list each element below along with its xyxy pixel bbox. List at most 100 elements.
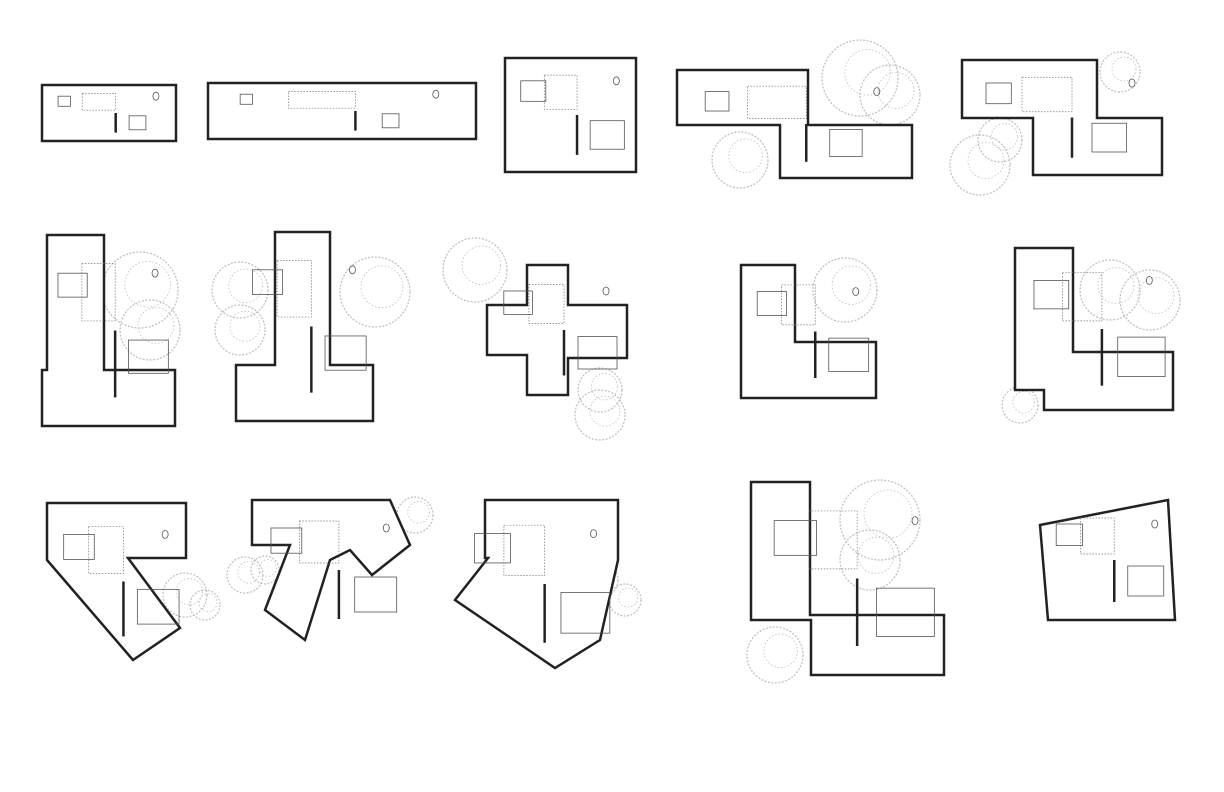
- dotted-zone: [747, 85, 807, 119]
- tree-outline: [949, 134, 1011, 196]
- tree-inner: [229, 310, 261, 342]
- floor-plan-unit: [206, 81, 478, 141]
- tree-inner: [1012, 391, 1035, 414]
- toilet-icon: [349, 265, 356, 275]
- dining-table-icon: [57, 95, 71, 107]
- tree-canopy-icon: [189, 589, 221, 621]
- tree-canopy-icon: [1079, 259, 1141, 321]
- toilet-icon: [1145, 275, 1153, 285]
- tree-canopy-icon: [226, 556, 264, 594]
- tree-outline: [608, 583, 642, 617]
- tree-canopy-icon: [977, 117, 1023, 163]
- floor-plan-unit: [40, 233, 177, 428]
- tree-inner: [590, 373, 619, 401]
- dining-table-icon: [503, 290, 533, 315]
- tree-outline: [119, 299, 181, 361]
- tree-inner: [844, 49, 891, 96]
- wall-inner-line: [486, 264, 628, 396]
- tree-inner: [831, 265, 872, 305]
- wall-inner-line: [251, 499, 411, 641]
- bed-icon: [324, 335, 367, 371]
- dotted-zone: [503, 524, 545, 576]
- tree-canopy-icon: [1119, 269, 1181, 331]
- bed-icon: [136, 588, 180, 625]
- bed-icon: [128, 339, 169, 374]
- wall-inner-line: [46, 502, 187, 661]
- tree-inner: [360, 265, 404, 309]
- dotted-zone: [781, 284, 816, 326]
- tree-outline: [189, 589, 221, 621]
- wall-inner-line: [750, 481, 945, 676]
- tree-canopy-icon: [839, 529, 901, 591]
- bed-icon: [354, 576, 398, 613]
- dining-table-icon: [1033, 279, 1070, 310]
- wall-inner-line: [41, 84, 177, 142]
- tree-canopy-icon: [859, 64, 921, 126]
- tree-canopy-icon: [746, 626, 804, 684]
- tree-canopy-icon: [574, 389, 626, 441]
- dining-table-icon: [474, 533, 511, 564]
- dining-table-icon: [252, 269, 283, 295]
- tree-canopy-icon: [211, 261, 269, 319]
- bed-icon: [560, 592, 611, 634]
- tree-inner: [237, 561, 260, 584]
- floor-plan-unit: [1038, 498, 1177, 622]
- bed-icon: [1091, 122, 1127, 153]
- floor-plan-unit: [485, 263, 629, 397]
- dining-table-icon: [756, 291, 787, 316]
- toilet-icon: [873, 87, 881, 96]
- floor-plan-unit: [1013, 246, 1175, 412]
- toilet-icon: [1128, 78, 1136, 88]
- toilet-icon: [151, 268, 159, 278]
- dining-table-icon: [773, 520, 818, 556]
- bed-icon: [589, 120, 625, 150]
- tree-canopy-icon: [1099, 51, 1141, 93]
- wall-inner-line: [41, 234, 176, 427]
- tree-inner: [618, 587, 639, 608]
- tree-outline: [859, 64, 921, 126]
- tree-outline: [214, 304, 266, 356]
- exterior-wall: [40, 83, 178, 143]
- tree-canopy-icon: [711, 131, 769, 189]
- exterior-wall: [453, 498, 620, 670]
- dotted-zone: [1062, 271, 1103, 322]
- tree-outline: [250, 555, 280, 585]
- dining-table-icon: [239, 93, 253, 105]
- toilet-icon: [152, 91, 160, 101]
- bed-icon: [1127, 565, 1165, 597]
- wall-inner-line: [235, 231, 374, 422]
- tree-inner: [124, 261, 171, 308]
- floor-plan-unit: [45, 501, 188, 662]
- dining-table-icon: [520, 80, 547, 102]
- tree-canopy-icon: [119, 299, 181, 361]
- tree-canopy-icon: [949, 134, 1011, 196]
- dining-table-icon: [270, 527, 303, 554]
- floor-plan-unit: [250, 498, 412, 643]
- toilet-icon: [432, 89, 440, 99]
- tree-canopy-icon: [812, 257, 878, 323]
- wall-inner-line: [454, 499, 619, 669]
- tree-outline: [162, 572, 208, 618]
- tree-outline: [1099, 51, 1141, 93]
- wall-inner-line: [1039, 499, 1176, 621]
- dotted-zone: [1080, 517, 1115, 555]
- tree-inner: [863, 489, 913, 539]
- toilet-icon: [852, 287, 860, 297]
- tree-canopy-icon: [1001, 386, 1039, 424]
- tree-inner: [1111, 56, 1137, 82]
- tree-inner: [763, 633, 798, 668]
- tree-canopy-icon: [162, 572, 208, 618]
- dining-table-icon: [985, 82, 1012, 105]
- floor-plan-unit: [749, 480, 946, 677]
- tree-inner: [228, 268, 263, 303]
- dotted-zone: [808, 510, 858, 570]
- tree-canopy-icon: [608, 583, 642, 617]
- floor-plan-unit: [40, 83, 178, 143]
- tree-inner: [198, 593, 218, 613]
- floor-plan-unit: [675, 68, 914, 180]
- wall-inner-line: [1014, 247, 1174, 411]
- tree-inner: [589, 395, 621, 427]
- exterior-wall: [749, 480, 946, 677]
- dotted-zone: [276, 260, 312, 318]
